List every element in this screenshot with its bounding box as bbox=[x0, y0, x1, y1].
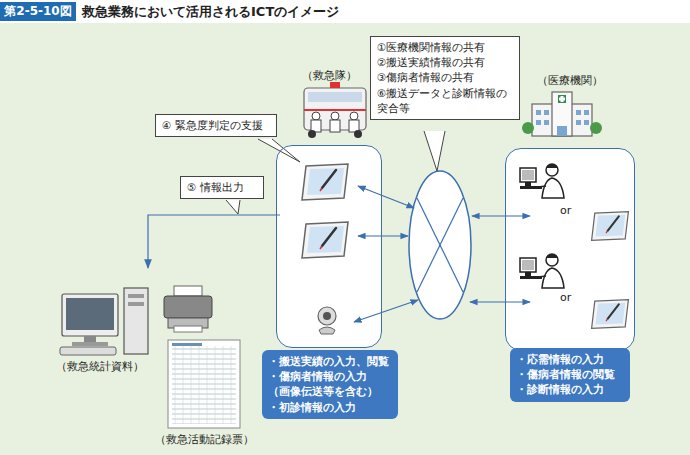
box-text: ・傷病者情報の入力 （画像伝送等を含む） bbox=[268, 369, 392, 399]
caption-label: （救急統計資料） bbox=[56, 359, 144, 374]
group-heading: （救急隊） bbox=[277, 68, 381, 83]
box-text: ②搬送実績情報の共有 bbox=[377, 55, 513, 70]
group-box: （医療機関） bbox=[505, 148, 635, 351]
group-box: （救急隊） bbox=[276, 145, 382, 348]
box-text: ④ 緊急度判定の支援 bbox=[162, 118, 270, 133]
or-label: or bbox=[560, 204, 571, 217]
callout-box: ⑤ 情報出力 bbox=[180, 176, 264, 199]
or-label: or bbox=[560, 291, 571, 304]
figure-number: 第2-5-10図 bbox=[0, 3, 76, 20]
callout-box: ①医療機関情報の共有②搬送実績情報の共有③傷病者情報の共有⑥搬送データと診断情報… bbox=[370, 36, 520, 120]
box-text: ・搬送実績の入力、閲覧 bbox=[268, 354, 392, 369]
box-text: ・初診情報の入力 bbox=[268, 400, 392, 415]
group-heading: （医療機関） bbox=[506, 73, 634, 88]
function-box: ・搬送実績の入力、閲覧・傷病者情報の入力 （画像伝送等を含む）・初診情報の入力 bbox=[262, 350, 398, 419]
box-text: ⑤ 情報出力 bbox=[187, 180, 257, 195]
callout-box: ④ 緊急度判定の支援 bbox=[155, 114, 277, 137]
caption-label: （救急活動記録票） bbox=[155, 432, 254, 447]
box-text: ⑥搬送データと診断情報の 突合等 bbox=[377, 86, 513, 116]
box-text: ①医療機関情報の共有 bbox=[377, 40, 513, 55]
box-text: ・診断情報の入力 bbox=[516, 382, 624, 397]
function-box: ・応需情報の入力・傷病者情報の閲覧・診断情報の入力 bbox=[510, 348, 630, 402]
box-text: ・応需情報の入力 bbox=[516, 352, 624, 367]
box-text: ③傷病者情報の共有 bbox=[377, 70, 513, 85]
box-text: ・傷病者情報の閲覧 bbox=[516, 367, 624, 382]
figure-title: 救急業務において活用されるICTのイメージ bbox=[82, 3, 339, 21]
